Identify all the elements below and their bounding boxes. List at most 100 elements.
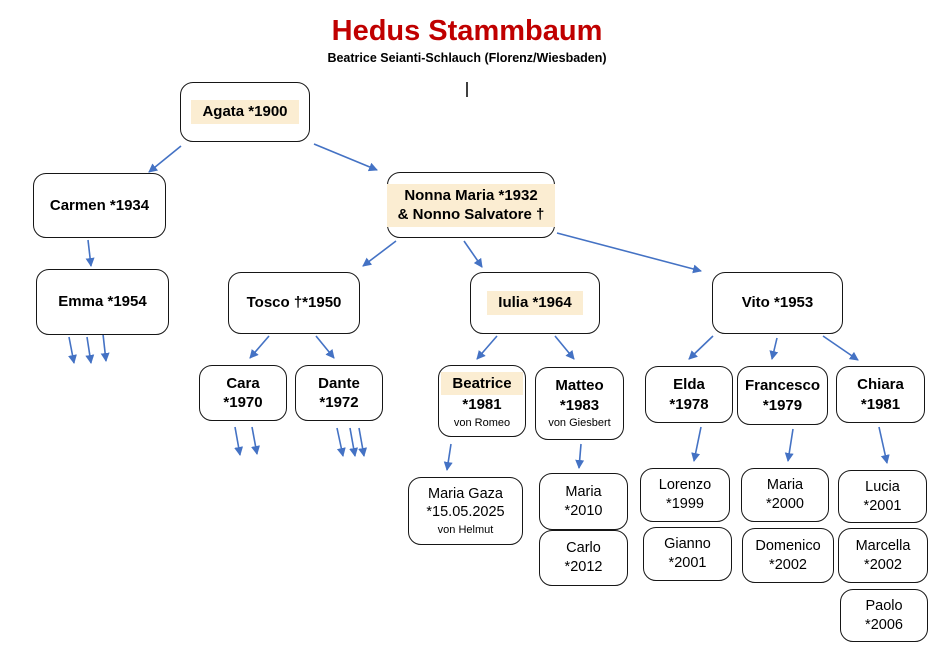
node-matteo-label: von Giesbert <box>548 417 611 430</box>
highlight-block: Agata *1900 <box>191 100 299 124</box>
node-carmen: Carmen *1934 <box>33 173 166 238</box>
node-maria-2000: Maria *2000 <box>741 468 829 522</box>
node-iulia-label: Iulia *1964 <box>498 294 572 312</box>
node-tosco-label: Tosco †*1950 <box>246 294 342 312</box>
node-chiara: Chiara *1981 <box>836 366 925 423</box>
node-agata: Agata *1900 <box>180 82 310 142</box>
node-lucia-label: Lucia <box>865 478 900 495</box>
arrow-emma-desc-3 <box>100 333 110 362</box>
page-subtitle: Beatrice Seianti-Schlauch (Florenz/Wiesb… <box>327 51 607 65</box>
node-vito-label: Vito *1953 <box>741 294 814 312</box>
arrow-matteo-maria-2010 <box>575 443 585 469</box>
node-maria-2010-label: Maria <box>565 483 602 500</box>
node-cara-label: *1970 <box>223 394 263 411</box>
node-paolo: Paolo *2006 <box>840 589 928 642</box>
node-matteo-label: *1983 <box>559 396 600 414</box>
arrow-iulia-beatrice <box>476 335 498 360</box>
node-maria-gaza-label: *15.05.2025 <box>426 504 505 521</box>
node-maria-gaza-label: Maria Gaza <box>428 485 503 502</box>
node-lorenzo-label: *1999 <box>666 496 704 512</box>
node-dante: Dante *1972 <box>295 365 383 421</box>
node-gianno-label: Gianno <box>664 536 711 553</box>
highlight-block: Iulia *1964 <box>487 291 583 315</box>
node-marcella: Marcella *2002 <box>838 528 928 583</box>
node-domenico-label: Domenico <box>755 537 821 554</box>
node-francesco: Francesco *1979 <box>737 366 828 425</box>
node-paolo-label: *2006 <box>865 616 903 633</box>
node-cara-label: Cara <box>226 374 260 392</box>
node-emma-label: Emma *1954 <box>58 293 147 311</box>
arrow-agata-nonna <box>313 143 378 172</box>
arrow-nonna-tosco <box>362 240 397 267</box>
node-paolo-label: Paolo <box>865 597 903 614</box>
node-gianno: Gianno *2001 <box>643 527 732 581</box>
arrow-tosco-dante <box>315 335 335 359</box>
node-francesco-label: *1979 <box>762 396 803 414</box>
node-beatrice-label: *1981 <box>462 396 502 414</box>
node-nonna-maria-salvatore-label: & Nonno Salvatore † <box>397 206 545 223</box>
node-elda: Elda *1978 <box>645 366 733 423</box>
arrow-nonna-iulia <box>463 240 483 268</box>
arrow-dante-desc-2 <box>349 427 359 457</box>
node-maria-2010: Maria *2010 <box>539 473 628 530</box>
node-dante-label: *1972 <box>319 394 359 411</box>
arrow-nonna-vito <box>556 232 702 274</box>
node-lucia-label: *2001 <box>863 497 902 514</box>
node-beatrice-label: Beatrice <box>452 374 512 392</box>
node-emma: Emma *1954 <box>36 269 169 335</box>
node-maria-2000-label: Maria <box>766 477 804 494</box>
page-title: Hedus Stammbaum <box>331 15 603 47</box>
node-chiara-label: Chiara <box>857 376 904 393</box>
node-maria-gaza: Maria Gaza *15.05.2025 von Helmut <box>408 477 523 545</box>
node-domenico-label: *2002 <box>769 556 807 573</box>
node-francesco-label: Francesco <box>744 377 821 394</box>
arrow-vito-chiara <box>822 335 859 361</box>
node-dante-label: Dante <box>318 374 360 392</box>
arrow-vito-elda <box>688 335 714 360</box>
node-iulia: Iulia *1964 <box>470 272 600 334</box>
arrow-elda-lorenzo <box>691 426 702 462</box>
node-marcella-label: Marcella <box>855 537 911 554</box>
node-lorenzo-label: Lorenzo <box>658 477 712 494</box>
node-lorenzo: Lorenzo *1999 <box>640 468 730 522</box>
arrow-tosco-cara <box>249 335 270 359</box>
arrow-cara-desc-1 <box>234 426 244 456</box>
node-maria-gaza-label: von Helmut <box>437 524 494 537</box>
node-maria-2010-label: *2010 <box>564 502 603 519</box>
node-elda-label: *1978 <box>669 395 709 413</box>
highlight-block: Beatrice <box>441 371 523 396</box>
node-matteo: Matteo*1983 von Giesbert <box>535 367 624 440</box>
arrow-beatrice-maria-gaza <box>443 443 453 471</box>
arrow-vito-francesco <box>769 337 779 360</box>
node-vito: Vito *1953 <box>712 272 843 334</box>
node-cara: Cara *1970 <box>199 365 287 421</box>
highlight-block: Nonna Maria *1932 & Nonno Salvatore † <box>386 183 556 227</box>
arrow-agata-carmen <box>148 145 182 173</box>
node-beatrice: Beatrice *1981 von Romeo <box>438 365 526 437</box>
node-lucia: Lucia *2001 <box>838 470 927 523</box>
arrow-dante-desc-3 <box>358 427 368 457</box>
node-elda-label: Elda <box>673 376 705 393</box>
arrow-cara-desc-2 <box>251 426 260 455</box>
node-marcella-label: *2002 <box>864 556 902 573</box>
node-maria-2000-label: *2000 <box>766 496 804 512</box>
node-gianno-label: *2001 <box>668 555 707 571</box>
arrow-francesco-maria-2000 <box>784 428 794 462</box>
node-beatrice-label: von Romeo <box>453 416 511 429</box>
arrow-chiara-lucia <box>878 426 890 464</box>
node-carlo-label: Carlo <box>566 540 601 557</box>
node-matteo-label: Matteo <box>555 377 604 395</box>
arrow-emma-desc-1 <box>68 336 77 364</box>
node-nonna-maria-salvatore: Nonna Maria *1932 & Nonno Salvatore † <box>386 172 556 238</box>
arrow-emma-desc-2 <box>85 336 95 364</box>
node-agata-label: Agata *1900 <box>202 103 288 121</box>
node-nonna-maria-salvatore-label: Nonna Maria *1932 <box>404 186 538 204</box>
arrow-dante-desc-1 <box>336 427 346 457</box>
node-domenico: Domenico *2002 <box>742 528 834 583</box>
node-carlo: Carlo *2012 <box>539 530 628 586</box>
arrow-iulia-matteo <box>554 335 575 360</box>
node-chiara-label: *1981 <box>860 395 901 413</box>
arrow-carmen-emma <box>85 239 95 267</box>
node-carlo-label: *2012 <box>564 559 603 575</box>
